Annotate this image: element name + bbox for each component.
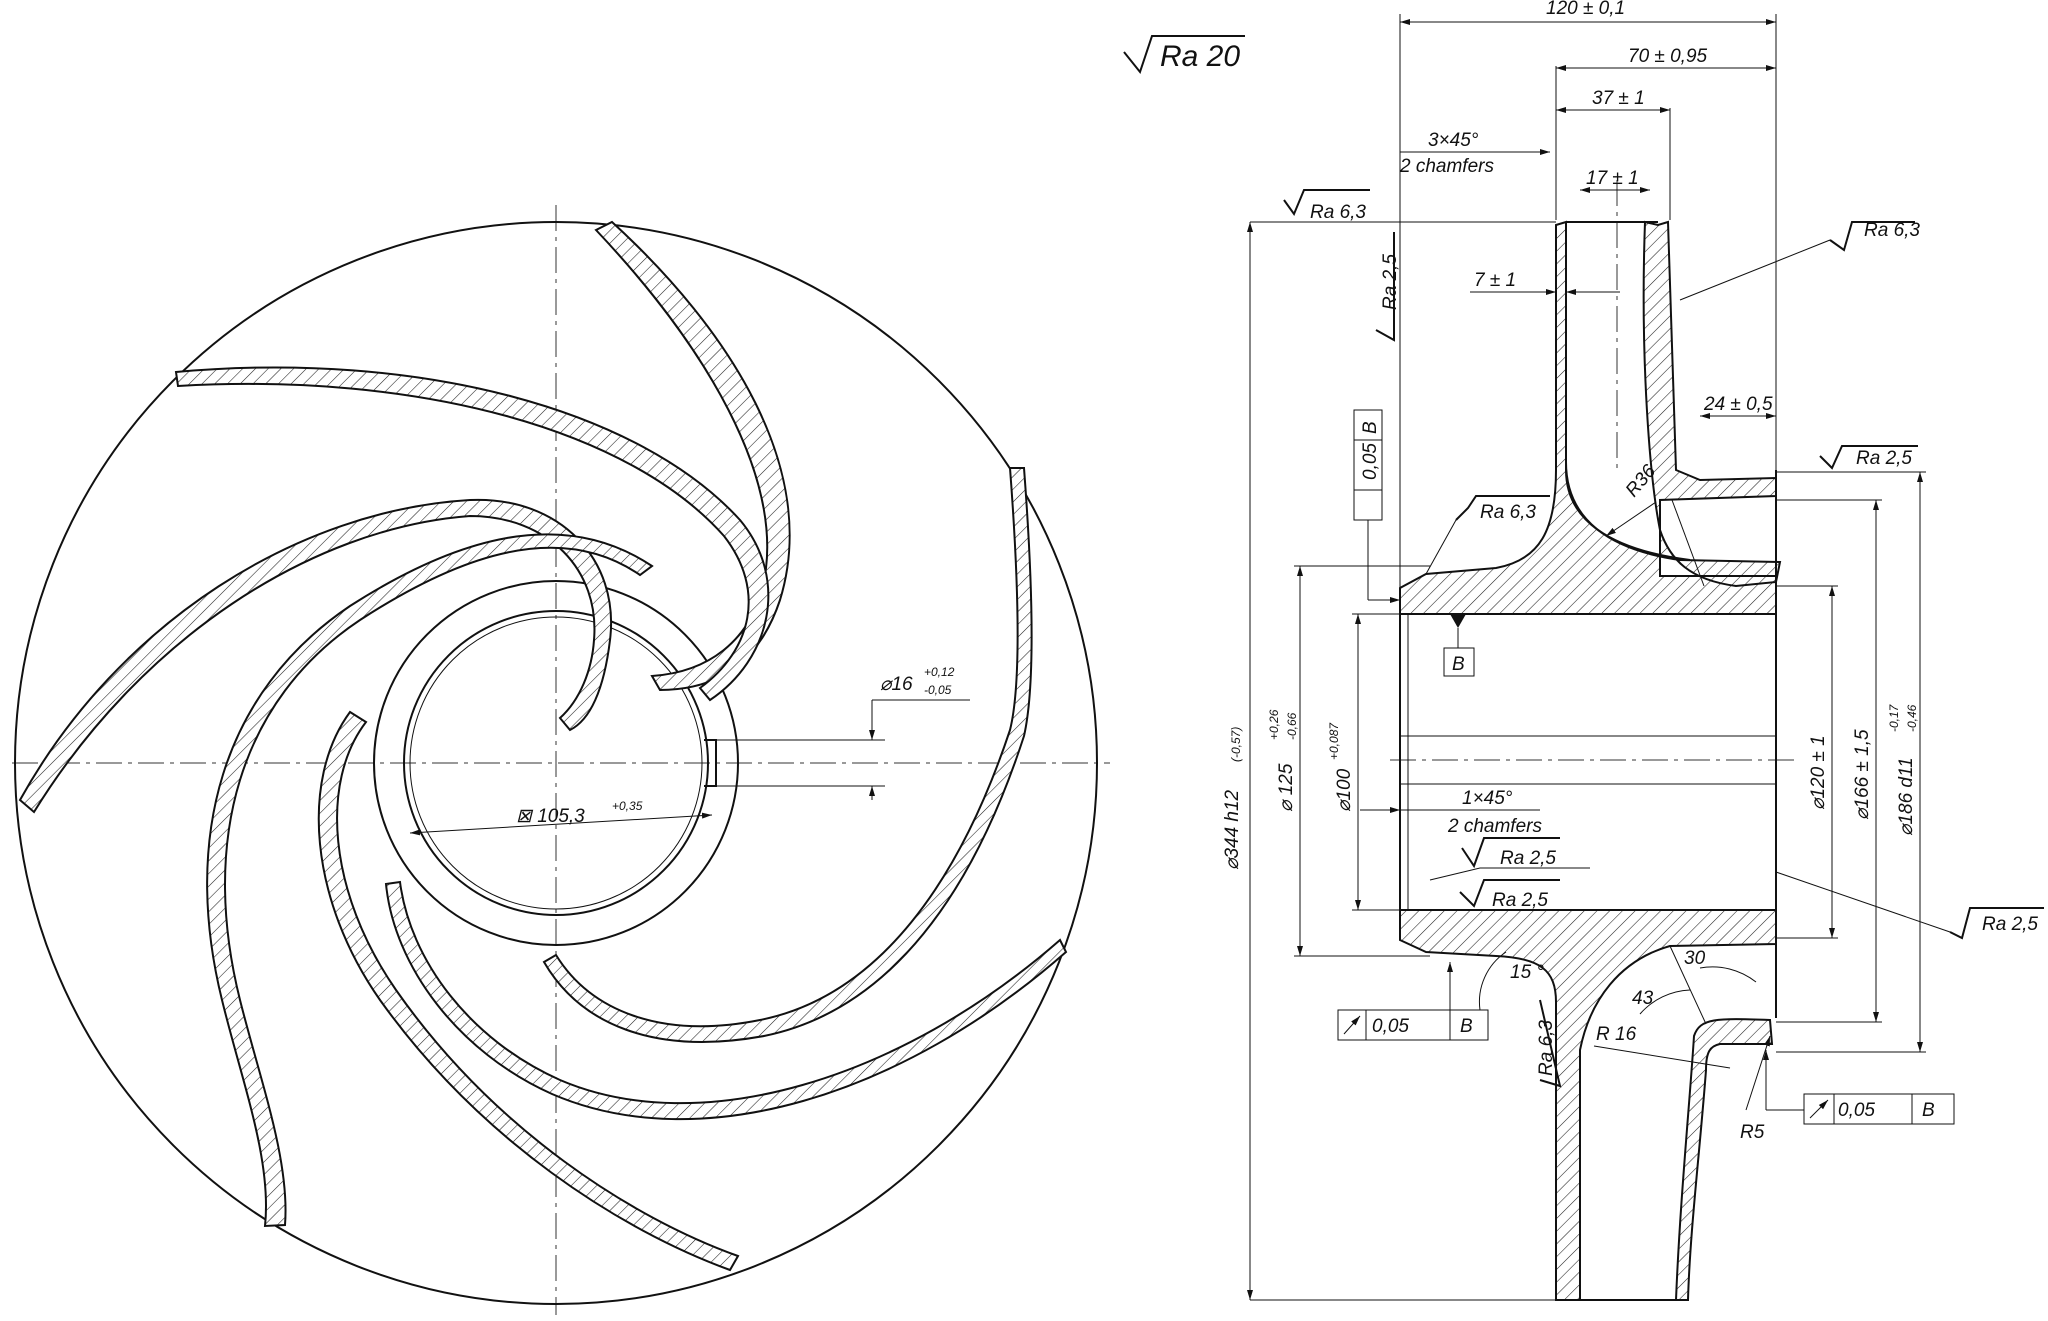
runout-left-datum: B [1460, 1016, 1473, 1037]
key-width-tol-upper: +0,12 [924, 665, 955, 679]
dim-d186: ⌀186 d11 [1896, 757, 1917, 836]
dim-length-37: 37 ± 1 [1592, 88, 1645, 109]
perp-value: 0,05 [1360, 443, 1381, 480]
angle-30: 30 [1684, 948, 1706, 969]
dim-d125: ⌀ 125 [1276, 763, 1297, 812]
chamfer-bore-1: 1×45° [1462, 788, 1513, 809]
ra-top-left: Ra 6,3 [1264, 189, 1400, 223]
angle-43: 43 [1632, 988, 1654, 1009]
hub-circle [373, 580, 739, 946]
ra-lower-web-label: Ra 6,3 [1536, 1020, 1557, 1076]
general-roughness: Ra 20 [1123, 35, 1245, 75]
r36-leader [1605, 501, 1657, 537]
dim-length-17: 17 ± 1 [1586, 168, 1639, 189]
ra-top-right: Ra 6,3 [1679, 220, 1920, 301]
dim-d186-tol-u: -0,17 [1887, 703, 1901, 732]
keyway [704, 739, 717, 787]
bore-depth-label: ⊠ 105,3 [516, 806, 585, 827]
bore-circle [403, 610, 709, 916]
dim-d166: ⌀166 ± 1,5 [1852, 729, 1873, 820]
runout-right-value: 0,05 [1838, 1100, 1875, 1121]
radius-16: R 16 [1596, 1024, 1637, 1045]
shroud-line-lower [1669, 945, 1707, 1025]
dim-d100: ⌀100 [1334, 768, 1355, 812]
ra-lower-web: Ra 6,3 [1536, 999, 1562, 1088]
perp-frame: 0,05 B [1353, 409, 1400, 603]
ra-right-face-label: Ra 2,5 [1982, 914, 2038, 935]
dim-d344: ⌀344 h12 [1222, 789, 1243, 870]
chamfer-top-2: 2 chamfers [1399, 156, 1494, 177]
r5-leader [1745, 1035, 1771, 1111]
ra-hub-right-label: Ra 2,5 [1856, 448, 1912, 469]
shroud-outline [14, 221, 1098, 1305]
ra-vertical-left: Ra 2,5 [1375, 232, 1401, 342]
angle-15-arc [1478, 951, 1507, 1011]
ra-bore-2-label: Ra 2,5 [1492, 890, 1548, 911]
dim-web-7: 7 ± 1 [1474, 270, 1516, 291]
runout-right-datum: B [1922, 1100, 1935, 1121]
upper-section [1399, 220, 1782, 615]
plan-view: ⌀16 +0,12 -0,05 ⊠ 105,3 +0,35 [12, 205, 1110, 1315]
blade-6 [384, 880, 1068, 1121]
dim-hub-24: 24 ± 0,5 [1703, 394, 1773, 415]
dim-d100-tol: +0,087 [1327, 722, 1341, 760]
datum-b-label: B [1452, 654, 1465, 675]
dim-length-70: 70 ± 0,95 [1628, 46, 1708, 67]
ra-bore-2: Ra 2,5 [1459, 879, 1560, 911]
shroud-line-upper [1671, 499, 1705, 587]
blade-7 [542, 467, 1033, 1043]
bore-depth-tol: +0,35 [612, 799, 643, 813]
dim-d186-tol-l: -0,46 [1905, 704, 1919, 732]
blade-2 [174, 366, 770, 702]
ra-vertical-left-label: Ra 2,5 [1380, 254, 1401, 310]
datum-b: B [1443, 614, 1475, 677]
ra-bore-1-label: Ra 2,5 [1500, 848, 1556, 869]
key-width-label: ⌀16 [880, 674, 913, 695]
perp-datum: B [1360, 421, 1381, 434]
dim-d344-tol: (-0,57) [1229, 727, 1243, 762]
ra-hub-left-label: Ra 6,3 [1480, 502, 1536, 523]
key-width-tol-lower: -0,05 [924, 683, 952, 697]
angle-30-arc [1699, 966, 1757, 983]
bore-chamfer [409, 616, 703, 910]
blade-3 [18, 498, 613, 814]
dim-d120: ⌀120 ± 1 [1808, 735, 1829, 810]
angle-15: 15 ° [1510, 962, 1544, 983]
r16-leader [1593, 1045, 1731, 1069]
ra-top-right-label: Ra 6,3 [1864, 220, 1920, 241]
dim-overall-length: 120 ± 0,1 [1546, 0, 1625, 19]
runout-right-frame: 0,05 B [1763, 1050, 1955, 1125]
blade-5 [317, 710, 740, 1272]
blade-1 [594, 220, 791, 692]
runout-left-value: 0,05 [1372, 1016, 1409, 1037]
chamfer-bore-2: 2 chamfers [1447, 816, 1542, 837]
general-roughness-label: Ra 20 [1160, 40, 1240, 73]
dim-d125-tol-l: -0,66 [1285, 712, 1299, 740]
lower-shroud [1674, 1018, 1774, 1301]
radius-5: R5 [1740, 1122, 1765, 1143]
bore-depth-dimline [409, 812, 713, 836]
ra-bore-1: Ra 2,5 [1429, 837, 1590, 881]
ra-top-left-label: Ra 6,3 [1310, 202, 1366, 223]
runout-left-frame: 0,05 B [1337, 962, 1489, 1041]
section-view: 120 ± 0,1 70 ± 0,95 37 ± 1 3×45° 2 chamf… [1222, 0, 2044, 1301]
ra-right-face: Ra 2,5 [1775, 871, 2044, 940]
lower-section [1399, 909, 1777, 1301]
upper-inner-curve [1565, 225, 1691, 561]
chamfer-top-1: 3×45° [1428, 130, 1479, 151]
ra-hub-right: Ra 2,5 [1776, 445, 1918, 473]
dim-d125-tol-u: +0,26 [1267, 709, 1281, 740]
blade-4 [206, 533, 654, 1228]
ra-hub-left: Ra 6,3 [1425, 495, 1550, 575]
angle-43-arc [1639, 989, 1691, 1015]
